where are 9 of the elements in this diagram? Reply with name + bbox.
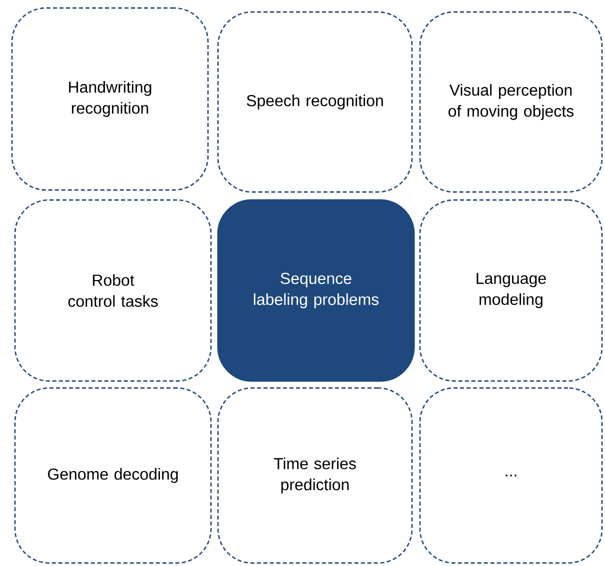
- dashed-box: Speech recognition: [217, 11, 413, 193]
- dashed-box: Handwriting recognition: [11, 7, 209, 191]
- dashed-box: Visual perception of moving objects: [419, 11, 603, 193]
- dashed-box: Language modeling: [419, 199, 603, 382]
- highlighted-box: Sequence labeling problems: [217, 199, 415, 382]
- dashed-box: Robot control tasks: [14, 199, 212, 382]
- dashed-box: Time series prediction: [217, 387, 413, 564]
- dashed-box: ...: [419, 387, 603, 564]
- dashed-box: Genome decoding: [14, 387, 212, 564]
